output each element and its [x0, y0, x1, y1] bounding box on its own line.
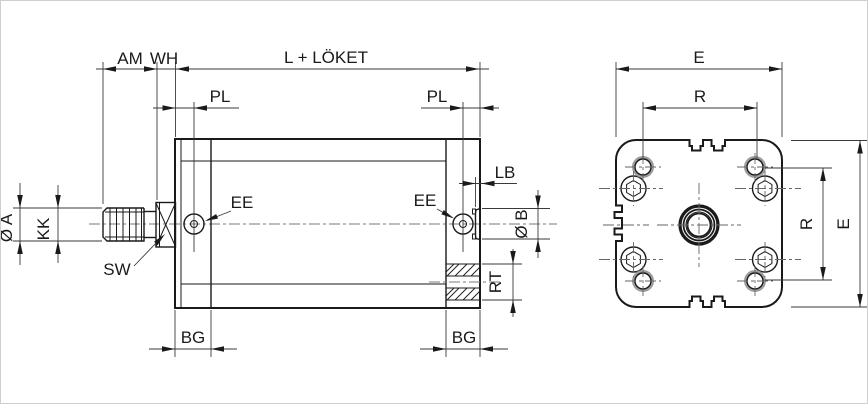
label-bg-left: BG: [181, 328, 206, 347]
piston-rod: [102, 201, 177, 248]
label-kk: KK: [34, 217, 53, 240]
label-bg-right: BG: [452, 328, 477, 347]
label-rt: RT: [486, 271, 505, 293]
side-view: AM WH L + LÖKET PL PL LB: [1, 48, 557, 357]
label-ee-right: EE: [414, 191, 437, 210]
rod-flats: [155, 201, 177, 248]
label-e-right: E: [834, 218, 853, 229]
label-e-top: E: [693, 48, 704, 67]
label-dia-b: Ø B: [512, 209, 531, 238]
label-dia-a: Ø A: [1, 213, 16, 242]
dimensions-side: AM WH L + LÖKET PL PL LB: [1, 48, 550, 357]
label-lb: LB: [495, 163, 516, 182]
label-am: AM: [117, 49, 143, 68]
hatch-upper: [445, 263, 481, 277]
rear-boss: [472, 207, 481, 241]
label-pl-left: PL: [210, 87, 231, 106]
label-ee-left: EE: [231, 193, 254, 212]
rt-section: [429, 263, 503, 301]
dimensions-end: E R R E: [615, 48, 867, 308]
label-pl-right: PL: [427, 87, 448, 106]
label-sw: SW: [103, 260, 130, 279]
label-l-stroke: L + LÖKET: [284, 48, 368, 67]
end-view-centerlines: [599, 153, 801, 296]
thread-crest-lines: [109, 208, 142, 241]
rod-thread-outline: [102, 207, 145, 242]
hatch-lower: [445, 287, 481, 301]
label-r-right: R: [797, 218, 816, 230]
label-wh: WH: [150, 49, 178, 68]
end-view: E R R E: [599, 48, 867, 308]
end-cap-profile: [613, 139, 783, 308]
label-r-top: R: [694, 87, 706, 106]
